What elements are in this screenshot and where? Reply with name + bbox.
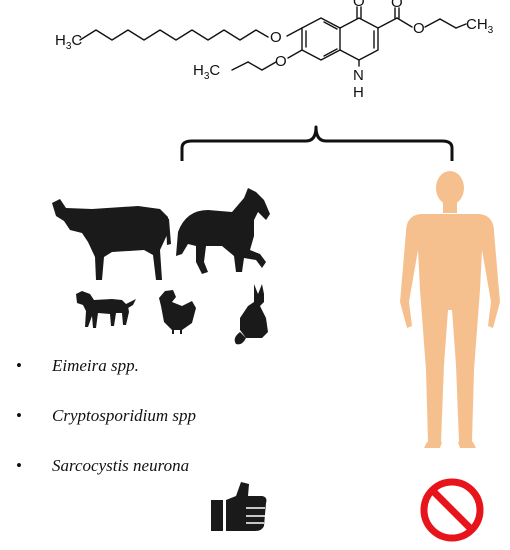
parasite-name: Sarcocystis neurona	[52, 456, 190, 475]
methyl-label-right: CH3	[466, 16, 494, 36]
bullet: •	[16, 456, 22, 475]
list-item: • Cryptosporidium spp	[16, 406, 196, 456]
curly-brace	[180, 125, 454, 161]
horse-silhouette	[176, 188, 270, 274]
bullet: •	[16, 356, 22, 375]
ketone-oxygen: O	[353, 0, 365, 10]
molecule-structure	[79, 6, 467, 71]
methyl-label-propyl: H3C	[193, 62, 220, 82]
parasite-name: Cryptosporidium spp	[52, 406, 197, 425]
human-figure	[400, 171, 500, 448]
bullet: •	[16, 406, 22, 425]
list-item: • Eimeira spp.	[16, 356, 196, 406]
list-item: • Sarcocystis neurona	[16, 456, 196, 506]
ester-oxygen: O	[413, 20, 425, 37]
decyl-chain	[79, 29, 269, 41]
ether-oxygen-bottom: O	[275, 53, 287, 70]
parasite-list: • Eimeira spp. • Cryptosporidium spp • S…	[16, 356, 196, 506]
no-entry-icon	[420, 478, 484, 542]
chicken-silhouette	[159, 290, 196, 334]
ether-oxygen-top: O	[270, 29, 282, 46]
nitrogen-hydrogen: H	[353, 84, 364, 101]
molecule-labels: H3C O O O O CH3 H3C O N H	[55, 0, 494, 101]
ring-nitrogen: N	[353, 67, 364, 84]
parasite-name: Eimeira spp.	[52, 356, 139, 375]
cat-silhouette	[234, 284, 268, 345]
methyl-label-left: H3C	[55, 32, 82, 52]
ester-carbonyl-oxygen: O	[391, 0, 403, 11]
pyridinone-ring	[339, 17, 379, 61]
dog-silhouette	[76, 291, 136, 328]
thumbs-up-icon	[211, 482, 267, 531]
cow-silhouette	[52, 199, 171, 280]
benzene-ring	[301, 17, 341, 61]
